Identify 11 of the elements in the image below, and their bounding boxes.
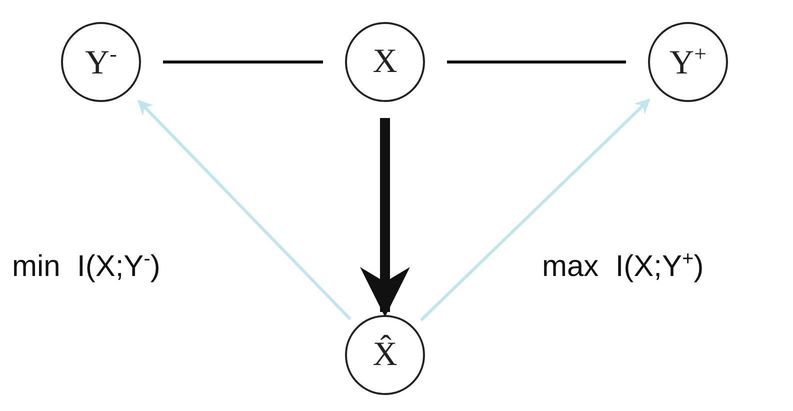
objective-label: max I(X;Y$^{+}$) xyxy=(542,248,704,284)
variable-label: Y$^{-}$ xyxy=(85,41,117,83)
objective-label: min I(X;Y$^{-}$) xyxy=(12,248,160,284)
variable-label: Y$^{+}$ xyxy=(670,41,706,83)
arrow xyxy=(420,98,650,322)
connector-line xyxy=(163,60,323,64)
connector-line xyxy=(447,60,626,64)
variable-label: X xyxy=(372,43,398,81)
variable-label: X̂ xyxy=(372,336,398,374)
arrow xyxy=(138,100,352,320)
arrow xyxy=(360,118,410,317)
